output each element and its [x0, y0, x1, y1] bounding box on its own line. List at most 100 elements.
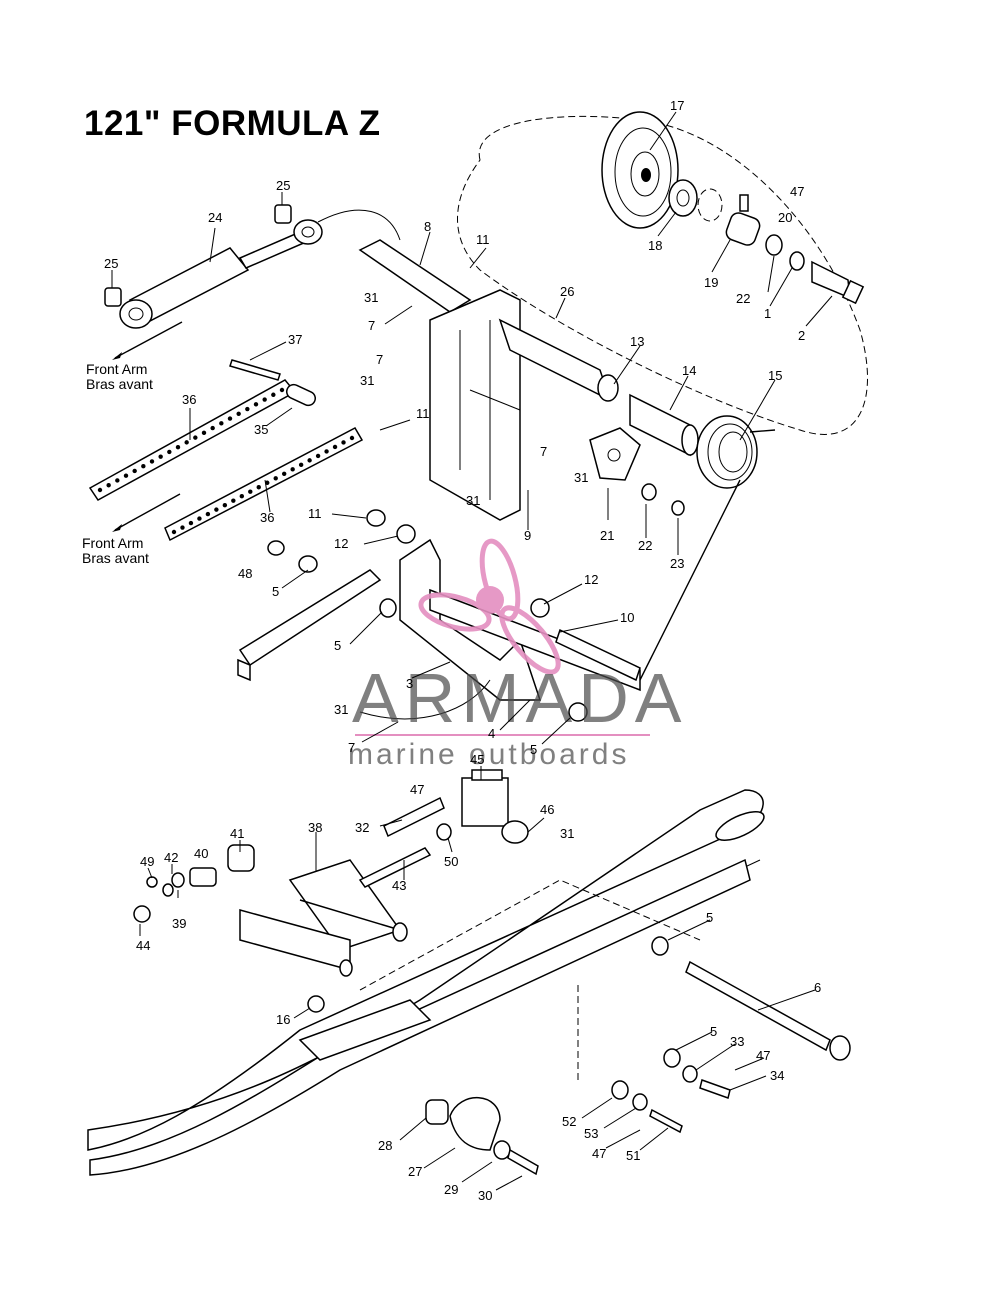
callout-31: 31: [574, 470, 588, 485]
callout-36: 36: [182, 392, 196, 407]
strap-hole: [349, 435, 355, 441]
callout-5: 5: [530, 742, 537, 757]
strap-hole: [214, 507, 219, 512]
strap-hole: [222, 502, 228, 508]
strap-hole: [175, 444, 181, 450]
strap-hole: [341, 440, 346, 445]
strap-hole: [315, 453, 321, 459]
callout-30: 30: [478, 1188, 492, 1203]
callout-2: 2: [798, 328, 805, 343]
callout-39: 39: [172, 916, 186, 931]
strap-hole: [201, 430, 207, 436]
strap-hole: [265, 480, 270, 485]
callout-47: 47: [756, 1048, 770, 1063]
strap-hole: [262, 397, 267, 402]
strap-hole: [205, 511, 211, 517]
callout-7: 7: [376, 352, 383, 367]
strap-hole: [149, 459, 155, 464]
callout-20: 20: [778, 210, 792, 225]
callout-47: 47: [410, 782, 424, 797]
strap-hole: [298, 462, 304, 468]
bolt-head: [829, 1035, 851, 1061]
strap-hole: [307, 458, 312, 463]
callout-38: 38: [308, 820, 322, 835]
front-bracket: [237, 538, 641, 701]
dashed-track-outline: [457, 115, 868, 435]
strap-hole: [273, 476, 278, 481]
callout-7: 7: [368, 318, 375, 333]
callout-35: 35: [254, 422, 268, 437]
bras-avant-label: Bras avant: [86, 376, 153, 392]
long-bolt: [685, 960, 831, 1052]
front-arm-note-lower: Front Arm Bras avant: [82, 493, 181, 566]
washer: [298, 555, 318, 573]
strap-hole: [219, 421, 224, 426]
callout-31: 31: [364, 290, 378, 305]
pivot-block: [383, 769, 529, 844]
screw: [699, 1079, 731, 1099]
strap-hole: [231, 498, 236, 503]
strap-hole: [248, 489, 253, 494]
washer: [611, 1080, 629, 1100]
strap-hole: [324, 449, 329, 454]
strap-hole: [332, 444, 338, 450]
nut: [366, 509, 386, 527]
callout-53: 53: [584, 1126, 598, 1141]
strap-hole: [236, 411, 241, 417]
strap-hole: [256, 485, 261, 490]
strap-hole: [239, 493, 245, 499]
strap-hole: [171, 529, 177, 535]
callout-33: 33: [730, 1034, 744, 1049]
callout-5: 5: [710, 1024, 717, 1039]
callout-23: 23: [670, 556, 684, 571]
callout-7: 7: [348, 740, 355, 755]
callout-7: 7: [540, 444, 547, 459]
washer: [682, 1065, 698, 1083]
callout-10: 10: [620, 610, 634, 625]
callout-5: 5: [272, 584, 279, 599]
callout-14: 14: [682, 363, 696, 378]
callout-37: 37: [288, 332, 302, 347]
washer: [530, 598, 550, 618]
callout-43: 43: [392, 878, 406, 893]
strap-hole: [106, 483, 111, 488]
callout-21: 21: [600, 528, 614, 543]
callout-3: 3: [406, 676, 413, 691]
callout-4: 4: [488, 726, 495, 741]
connection-line: [359, 679, 491, 720]
callout-5: 5: [706, 910, 713, 925]
callout-22: 22: [736, 291, 750, 306]
washer: [651, 936, 669, 956]
front-arm-note-upper: Front Arm Bras avant: [86, 321, 183, 392]
strap-hole: [158, 454, 163, 459]
strap-hole: [253, 402, 259, 407]
strap-hole: [279, 387, 285, 393]
callout-24: 24: [208, 210, 222, 225]
strap-hole: [167, 449, 172, 455]
callout-32: 32: [355, 820, 369, 835]
watermark-tagline: marine outboards: [348, 738, 629, 771]
callout-29: 29: [444, 1182, 458, 1197]
washer: [663, 1048, 681, 1068]
strap-hole: [123, 473, 129, 478]
callout-labels: 17 47 20 18 19 22 1 2 25 24 25 8 11 31 7…: [104, 98, 821, 1203]
adjuster-cam: [589, 427, 685, 516]
callout-6: 6: [814, 980, 821, 995]
callout-34: 34: [770, 1068, 784, 1083]
bearing: [668, 179, 723, 222]
callout-26: 26: [560, 284, 574, 299]
rear-arm-assembly: [358, 239, 699, 521]
callout-31: 31: [334, 702, 348, 717]
callout-15: 15: [768, 368, 782, 383]
strap-hole: [281, 471, 287, 477]
callout-47: 47: [592, 1146, 606, 1161]
callout-5: 5: [334, 638, 341, 653]
washer: [379, 598, 397, 618]
callout-45: 45: [470, 752, 484, 767]
axle-bolt: [765, 234, 865, 305]
callout-49: 49: [140, 854, 154, 869]
callout-27: 27: [408, 1164, 422, 1179]
front-arm-label: Front Arm: [82, 535, 143, 551]
callout-19: 19: [704, 275, 718, 290]
